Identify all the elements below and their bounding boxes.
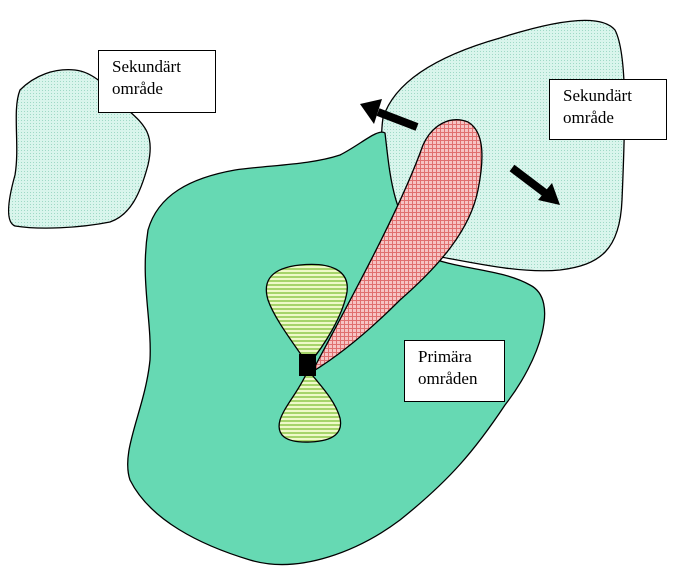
- label-line-1: Sekundärt: [112, 57, 181, 76]
- transmitter-icon: [299, 354, 316, 376]
- arrow-up-left-icon: [360, 99, 419, 131]
- label-line-2: område: [563, 108, 614, 127]
- radiation-lobe-lower: [278, 368, 342, 443]
- label-line-2: områden: [418, 369, 478, 388]
- arrow-down-right-icon: [509, 164, 560, 205]
- radiation-lobe-upper: [265, 263, 348, 367]
- primary-area-label: Primära områden: [404, 340, 505, 402]
- radiation-lobe-directional: [310, 119, 483, 374]
- secondary-area-label-left: Sekundärt område: [98, 50, 216, 113]
- label-line-2: område: [112, 79, 163, 98]
- label-line-1: Primära: [418, 347, 472, 366]
- secondary-area-label-right: Sekundärt område: [549, 79, 667, 140]
- label-line-1: Sekundärt: [563, 86, 632, 105]
